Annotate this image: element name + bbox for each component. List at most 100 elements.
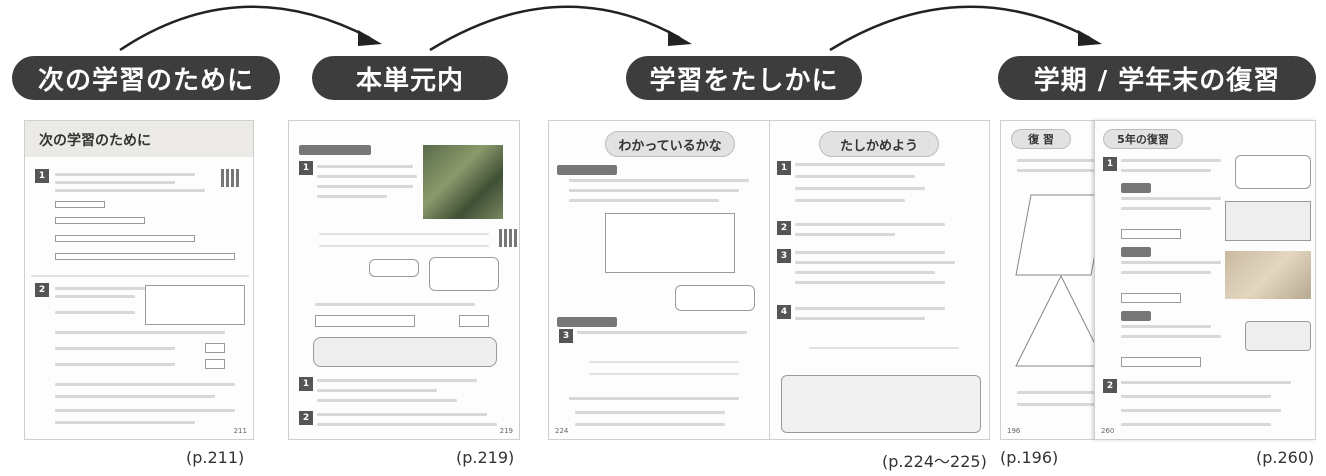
page-thumbnail-211: 次の学習のために 1 2 211 — [24, 120, 254, 440]
question-number: 1 — [1103, 157, 1117, 171]
question-number: 2 — [1103, 379, 1117, 393]
text-line — [1121, 271, 1211, 274]
triangle-figure — [1015, 274, 1107, 367]
page-number: 260 — [1101, 427, 1115, 435]
section-tag — [1121, 311, 1151, 321]
juice-illustration — [1225, 201, 1311, 241]
text-line — [55, 331, 225, 334]
page-number: 211 — [233, 427, 247, 435]
text-line — [1121, 423, 1271, 426]
race-car-illustration — [1245, 321, 1311, 351]
text-line — [55, 181, 175, 184]
question-number: 4 — [777, 305, 791, 319]
text-line — [1121, 395, 1271, 398]
text-line — [55, 409, 235, 412]
question-number: 2 — [777, 221, 791, 235]
text-line — [795, 199, 905, 202]
tape-bar — [55, 253, 235, 260]
question-number: 3 — [559, 329, 573, 343]
text-line — [795, 175, 915, 178]
text-line — [575, 411, 725, 414]
text-line — [317, 399, 457, 402]
page-number: 219 — [499, 427, 513, 435]
question-number: 2 — [299, 411, 313, 425]
text-line — [569, 189, 739, 192]
data-table — [145, 285, 245, 325]
hint-box — [1235, 155, 1311, 189]
number-line — [809, 347, 959, 349]
spread-gutter — [769, 121, 770, 439]
text-line — [1017, 169, 1097, 172]
text-line — [317, 175, 417, 178]
answer-box — [205, 359, 225, 369]
text-line — [317, 165, 413, 168]
text-line — [317, 195, 387, 198]
text-line — [1121, 381, 1291, 384]
number-line — [589, 361, 739, 363]
page-caption-219: (p.219) — [456, 448, 515, 467]
arrow-curved-icon — [429, 5, 681, 52]
tape-bar — [55, 217, 145, 224]
page-caption-224-225: (p.224〜225) — [882, 452, 987, 471]
key-point-box — [313, 337, 497, 367]
section-tag — [557, 165, 617, 175]
tape-bar — [55, 235, 195, 242]
connector-arrows — [119, 5, 1102, 52]
text-line — [315, 303, 475, 306]
number-line — [589, 373, 739, 375]
question-number: 3 — [777, 249, 791, 263]
text-line — [795, 233, 895, 236]
text-line — [317, 389, 437, 392]
text-line — [575, 423, 725, 426]
number-line — [319, 233, 489, 235]
arrowhead-icon — [358, 30, 382, 46]
tape-bar — [55, 201, 105, 208]
answer-box — [1121, 293, 1181, 303]
page-header-left: わかっているかな — [605, 131, 735, 157]
hint-box — [675, 285, 755, 311]
question-number: 1 — [35, 169, 49, 183]
text-line — [795, 223, 945, 226]
speech-bubble — [369, 259, 419, 277]
text-line — [1017, 403, 1097, 406]
question-number: 2 — [35, 283, 49, 297]
text-line — [55, 311, 135, 314]
text-line — [1121, 409, 1281, 412]
divider — [31, 275, 249, 277]
page-caption-260: (p.260) — [1256, 448, 1315, 467]
section-label-confirm-study: 学習をたしかに — [626, 56, 862, 100]
arrow-curved-icon — [119, 5, 371, 52]
number-line — [319, 245, 489, 247]
section-tag — [1121, 247, 1151, 257]
qr-code — [499, 229, 517, 247]
text-line — [1017, 391, 1107, 394]
answer-box — [315, 315, 415, 327]
text-line — [55, 347, 175, 350]
text-line — [317, 413, 487, 416]
question-number: 1 — [777, 161, 791, 175]
text-line — [1121, 197, 1221, 200]
text-line — [317, 423, 497, 426]
page-thumbnail-224-225: わかっているかな たしかめよう 3 1 2 3 4 224 — [548, 120, 990, 440]
text-line — [795, 281, 945, 284]
question-number: 1 — [299, 377, 313, 391]
text-line — [55, 395, 215, 398]
text-line — [1121, 159, 1221, 162]
page-thumbnail-260: 5年の復習 1 2 260 — [1094, 120, 1316, 440]
text-line — [569, 397, 739, 400]
text-line — [795, 271, 935, 274]
photo-mikan-picking — [423, 145, 503, 219]
answer-box — [459, 315, 489, 327]
text-line — [1121, 261, 1221, 264]
hint-box — [429, 257, 499, 291]
arrowhead-icon — [668, 30, 692, 46]
section-tag — [299, 145, 371, 155]
text-line — [55, 189, 205, 192]
text-line — [569, 199, 719, 202]
text-line — [1017, 159, 1107, 162]
text-line — [795, 163, 945, 166]
text-line — [55, 383, 235, 386]
text-line — [55, 295, 135, 298]
section-label-within-unit: 本単元内 — [312, 56, 508, 100]
page-header: 復 習 — [1011, 129, 1071, 149]
